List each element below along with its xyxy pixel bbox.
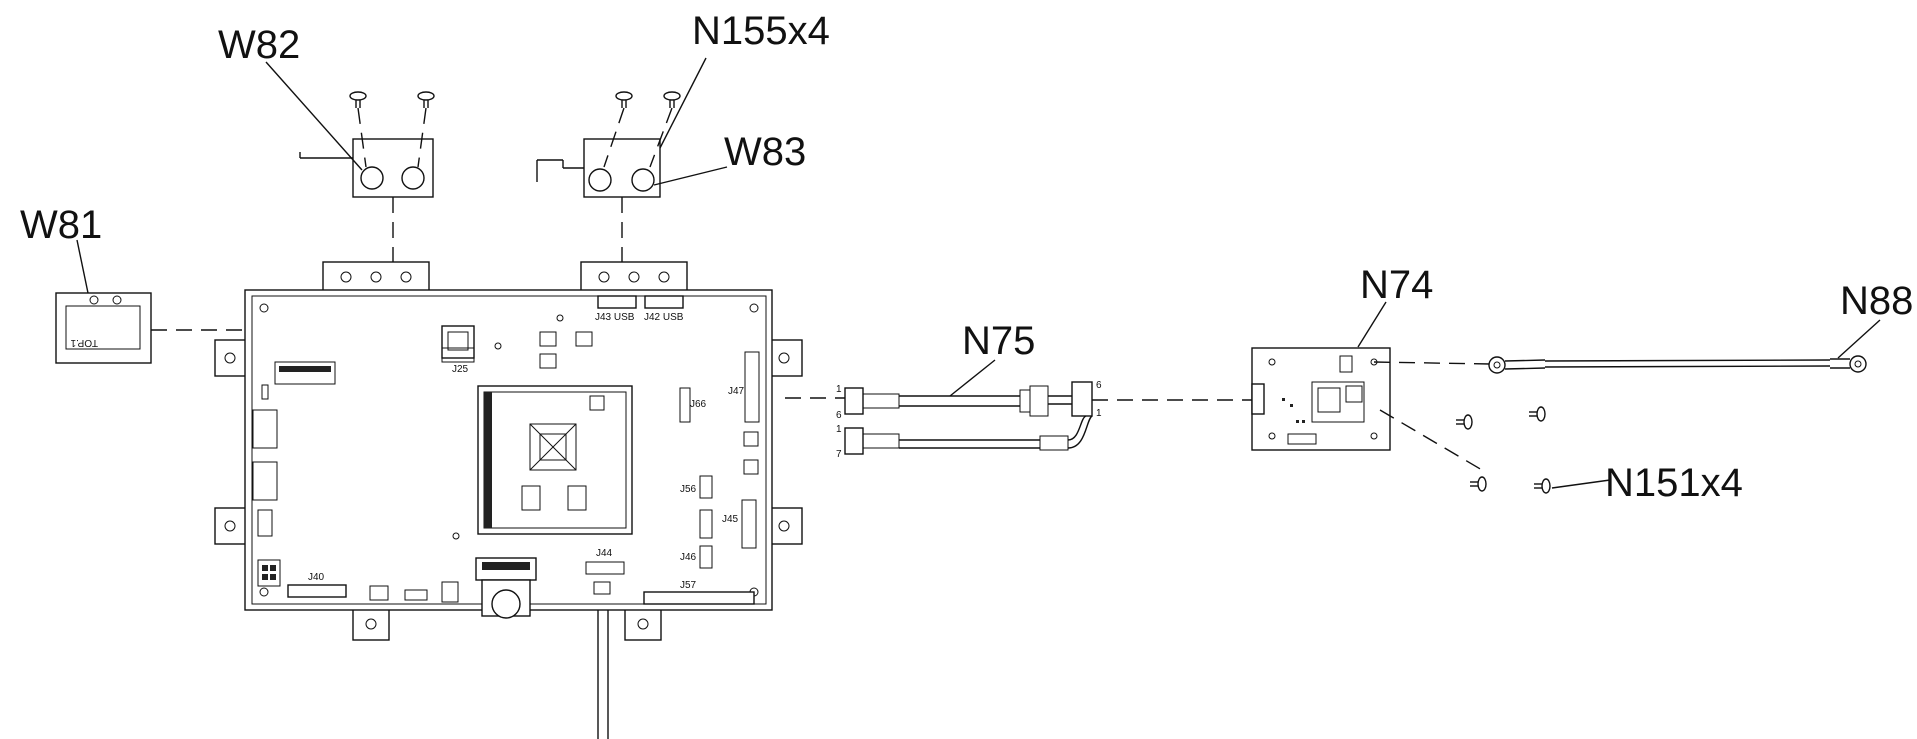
main-controller-board: J25 J43 USB J42 USB J66 J47 J56 J45 <box>214 261 803 641</box>
w82-bracket <box>299 138 434 198</box>
callout-w82: W82 <box>218 23 300 67</box>
callout-n88: N88 <box>1840 279 1913 323</box>
n151-screws <box>1456 406 1551 494</box>
j47-label: J47 <box>728 386 745 397</box>
callout-n155: N155x4 <box>692 9 830 53</box>
top1-label: TOP.1 <box>70 337 98 348</box>
callout-w81: W81 <box>20 203 102 247</box>
w83-bracket <box>536 138 661 198</box>
callout-n151: N151x4 <box>1605 461 1743 505</box>
j42-label: J42 USB <box>644 312 684 323</box>
callout-w83: W83 <box>724 130 806 174</box>
w82-screws <box>349 91 435 108</box>
n75-pin-right-bot: 1 <box>1096 408 1102 419</box>
callout-n75: N75 <box>962 319 1035 363</box>
j66-label: J66 <box>690 399 707 410</box>
j45-label: J45 <box>722 514 739 525</box>
n75-harness: 1 6 1 7 6 1 <box>836 380 1102 460</box>
n75-pin-right-top: 6 <box>1096 380 1102 391</box>
j46-label: J46 <box>680 552 697 563</box>
j56-label: J56 <box>680 484 697 495</box>
j43-label: J43 USB <box>595 312 635 323</box>
n88-ground-wire <box>1488 355 1867 374</box>
j57-label: J57 <box>680 580 697 591</box>
j25-label: J25 <box>452 364 469 375</box>
n75-pin-left-mid: 6 <box>836 410 842 421</box>
j44-label: J44 <box>596 548 613 559</box>
n75-pin-left-top: 1 <box>836 384 842 395</box>
callout-n74: N74 <box>1360 263 1433 307</box>
n74-board <box>1251 347 1391 451</box>
j40-label: J40 <box>308 572 325 583</box>
w81-module: TOP.1 <box>55 292 152 364</box>
w83-screws <box>615 91 681 108</box>
n75-pin-left-bot: 7 <box>836 449 842 460</box>
n75-pin-left-bot-top: 1 <box>836 424 842 435</box>
